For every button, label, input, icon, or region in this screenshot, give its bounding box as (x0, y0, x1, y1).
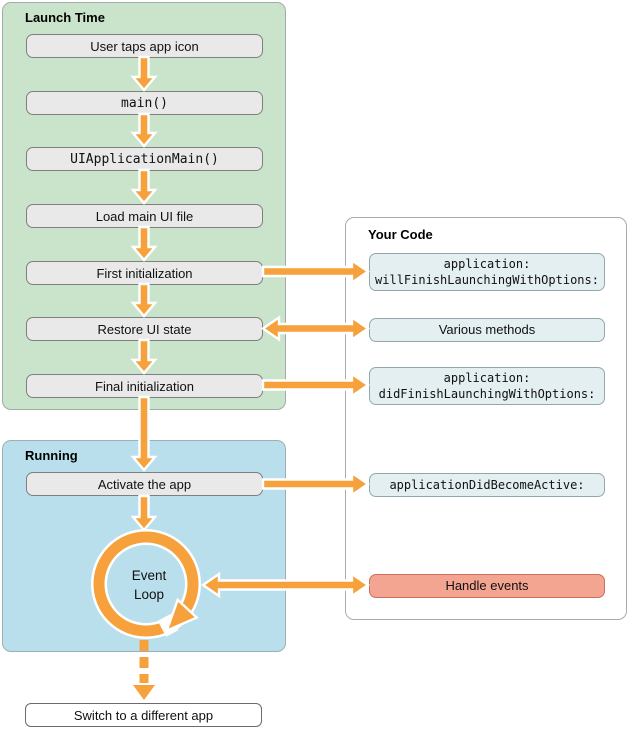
flow-box-label: Switch to a different app (73, 707, 214, 723)
running-title: Running (25, 448, 78, 463)
your-code-title: Your Code (368, 227, 433, 242)
flow-box-label: First initialization (96, 265, 193, 281)
code-box-line1: Various methods (438, 322, 536, 337)
flow-box-label: User taps app icon (90, 38, 199, 54)
code-box-line1: Handle events (445, 578, 529, 593)
event-loop-label-line1: Event (131, 568, 167, 583)
flow-box-label: UIApplicationMain() (70, 151, 219, 167)
code-box-line2: didFinishLaunchingWithOptions: (378, 387, 596, 401)
flow-box-label: main() (121, 95, 168, 111)
code-box-line1: application: (443, 257, 531, 271)
launch-time-title: Launch Time (25, 10, 105, 25)
flow-box-label: Activate the app (97, 476, 192, 492)
flow-box-first-initialization: First initialization (26, 261, 263, 285)
flow-box-label: Restore UI state (97, 321, 192, 337)
flow-box-final-initialization: Final initialization (26, 374, 263, 398)
event-loop-label: Event Loop (97, 566, 201, 604)
code-box-line2: willFinishLaunchingWithOptions: (375, 273, 599, 287)
event-loop-label-line2: Loop (133, 587, 165, 602)
code-box-line1: applicationDidBecomeActive: (389, 478, 585, 492)
flow-box-uiapplicationmain: UIApplicationMain() (26, 147, 263, 171)
flow-box-load-main-ui-file: Load main UI file (26, 204, 263, 228)
code-box-various-methods: Various methods (369, 318, 605, 342)
flow-box-label: Final initialization (95, 378, 194, 394)
your-code-panel: Your Code application: willFinishLaunchi… (345, 217, 627, 620)
launch-time-panel: Launch Time User taps app icon main() UI… (2, 2, 286, 410)
flow-box-main: main() (26, 91, 263, 115)
running-panel: Running Activate the app Event Loop (2, 440, 286, 652)
code-box-willfinishlaunching: application: willFinishLaunchingWithOpti… (369, 253, 605, 291)
flow-box-activate-the-app: Activate the app (26, 472, 263, 496)
code-box-line1: application: (443, 371, 531, 385)
code-box-didfinishlaunching: application: didFinishLaunchingWithOptio… (369, 367, 605, 405)
flow-box-label: Load main UI file (95, 208, 194, 224)
flow-box-restore-ui-state: Restore UI state (26, 317, 263, 341)
flow-box-user-taps-app-icon: User taps app icon (26, 34, 263, 58)
code-box-didbecomeactive: applicationDidBecomeActive: (369, 473, 605, 497)
flow-box-switch-to-different-app: Switch to a different app (25, 703, 262, 727)
code-box-handle-events: Handle events (369, 574, 605, 598)
